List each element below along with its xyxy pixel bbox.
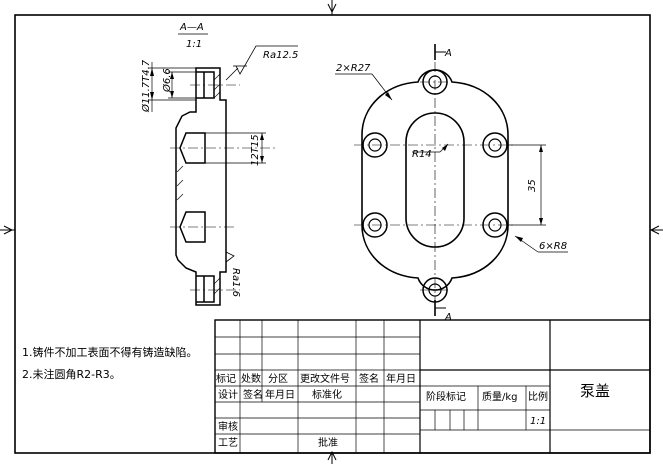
dim-slot-radius: R14: [412, 149, 432, 160]
dim-thread: 12T15: [250, 134, 261, 166]
plan-view: A A: [335, 44, 568, 323]
roughness-top-label: Ra12.5: [263, 50, 298, 61]
tb-part-name: 泵盖: [580, 382, 610, 400]
cut-mark-top: A: [444, 48, 452, 59]
tb-zone: 分区: [268, 373, 288, 385]
plan-inner-slot: [405, 112, 465, 248]
tb-approve: 批准: [318, 436, 338, 449]
note-2: 2.未注圆角R2-R3。: [22, 368, 121, 381]
tb-date: 年月日: [386, 372, 416, 385]
tb-mass: 质量/kg: [482, 391, 518, 403]
tb-sign: 签名: [359, 372, 379, 385]
section-label: A—A: [179, 22, 204, 33]
section-arrows: [150, 68, 264, 163]
dim-outer-dia: Ø11.7T4.7: [140, 59, 152, 113]
tb-process: 工艺: [218, 437, 238, 449]
tb-scale-value: 1:1: [530, 416, 546, 427]
section-hatching: [176, 73, 221, 295]
roughness-top: [225, 45, 298, 81]
tb-count: 处数: [241, 372, 261, 385]
plan-arrows: [385, 92, 543, 242]
dim-inner-dia: Ø6.6: [161, 68, 173, 93]
dim-spacing: 35: [527, 179, 538, 192]
tb-mark: 标记: [216, 373, 236, 385]
section-centerlines: [170, 84, 275, 291]
tb-design: 设计: [218, 388, 238, 401]
cut-mark-bottom: A: [444, 312, 452, 323]
roughness-bottom: [225, 248, 235, 266]
drawing-frame: [14, 14, 651, 454]
title-block: 标记 处数 分区 更改文件号 签名 年月日 设计 签名 年月日 标准化 审核 工…: [214, 319, 651, 454]
tb-standardization: 标准化: [312, 388, 342, 401]
tb-change-doc: 更改文件号: [300, 372, 350, 385]
roughness-bottom-label: Ra1.6: [230, 268, 241, 297]
dim-corner-radius: 6×R8: [539, 241, 567, 252]
note-1: 1.铸件不加工表面不得有铸造缺陷。: [22, 346, 198, 359]
tb-check: 审核: [218, 420, 238, 433]
tb-design-date: 年月日: [265, 388, 295, 401]
tb-scale-label: 比例: [528, 390, 548, 403]
section-view: A—A 1:1: [140, 22, 298, 306]
section-body: [175, 67, 227, 306]
section-scale: 1:1: [186, 39, 202, 50]
tb-stage: 阶段标记: [426, 390, 466, 403]
dim-outer-radius: 2×R27: [336, 63, 371, 74]
tb-design-sign: 签名: [243, 388, 263, 401]
plan-centerlines: [354, 62, 516, 310]
